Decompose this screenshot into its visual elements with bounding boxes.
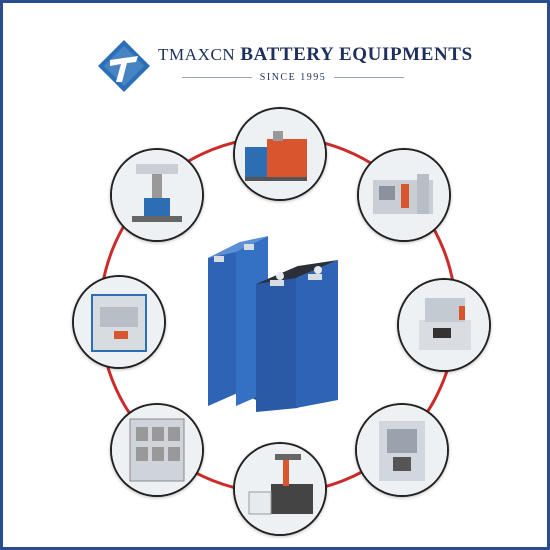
brand-tagline: BATTERY EQUIPMENTS: [240, 44, 473, 65]
brand-header: TMAXCN BATTERY EQUIPMENTS SINCE 1995: [96, 32, 472, 94]
machine-image-upper-left: [110, 148, 204, 242]
machine-image-right: [397, 278, 491, 372]
machine-image-lower-right: [355, 403, 449, 497]
battery-cells-image: [200, 222, 370, 412]
machine-image-left: [72, 275, 166, 369]
machine-image-bottom: [233, 442, 327, 536]
tmaxcn-logo-icon: [96, 38, 152, 94]
machine-image-upper-right: [357, 148, 451, 242]
brand-name: TMAXCN: [158, 45, 236, 64]
machine-image-top: [233, 107, 327, 201]
since-text: SINCE 1995: [158, 72, 428, 83]
machine-image-lower-left: [110, 403, 204, 497]
brand-title: TMAXCN BATTERY EQUIPMENTS: [158, 44, 473, 66]
